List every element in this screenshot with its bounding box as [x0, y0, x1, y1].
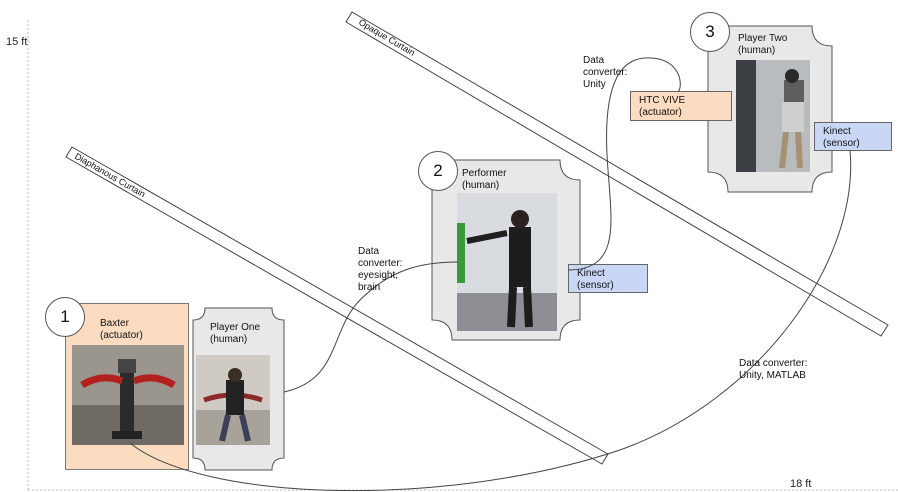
- connector-baxter-to-kinect: [129, 149, 852, 492]
- player-two-photo: [736, 60, 810, 172]
- converter-eyesight-line4: brain: [358, 282, 381, 293]
- baxter-label: Baxter (actuator): [100, 318, 143, 342]
- diaphanous-curtain: [65, 146, 609, 465]
- performer-photo: [457, 193, 557, 331]
- width-dimension-label: 18 ft: [790, 478, 812, 490]
- converter-unity-matlab-line2: Unity, MATLAB: [739, 370, 806, 381]
- connector-kinect-to-vive: [567, 57, 681, 271]
- converter-unity-matlab-label: Data converter: Unity, MATLAB: [739, 358, 807, 382]
- performer-role: (human): [462, 180, 500, 191]
- converter-unity-line3: Unity: [583, 79, 606, 90]
- height-dimension-label: 15 ft: [6, 36, 28, 48]
- kinect-mid-name: Kinect: [577, 268, 605, 279]
- converter-eyesight-line1: Data: [358, 246, 380, 257]
- station-number-2: 2: [418, 151, 458, 191]
- converter-unity-matlab-line1: Data converter:: [739, 358, 808, 369]
- baxter-role: (actuator): [100, 330, 143, 341]
- player-two-role: (human): [738, 45, 776, 56]
- opaque-curtain: [345, 11, 889, 337]
- kinect-top-name: Kinect: [823, 126, 851, 137]
- kinect-mid-box: Kinect (sensor): [568, 264, 648, 293]
- converter-unity-line1: Data: [583, 55, 605, 66]
- converter-eyesight-line2: converter:: [358, 258, 403, 269]
- baxter-name: Baxter: [100, 318, 129, 329]
- player-one-role: (human): [210, 334, 248, 345]
- station-number-1: 1: [45, 297, 85, 337]
- htc-vive-name: HTC VIVE: [639, 95, 686, 106]
- baxter-photo: [72, 345, 184, 445]
- kinect-top-role: (sensor): [823, 138, 860, 149]
- kinect-mid-role: (sensor): [577, 280, 614, 291]
- converter-eyesight-label: Data converter: eyesight, brain: [358, 246, 402, 294]
- player-two-name: Player Two: [738, 33, 788, 44]
- player-two-label: Player Two (human): [738, 33, 787, 57]
- converter-unity-label: Data converter: Unity: [583, 55, 627, 91]
- performer-label: Performer (human): [462, 168, 506, 192]
- performer-name: Performer: [462, 168, 507, 179]
- station-number-3: 3: [690, 12, 730, 52]
- converter-eyesight-line3: eyesight,: [358, 270, 399, 281]
- htc-vive-role: (actuator): [639, 107, 682, 118]
- player-one-photo: [196, 355, 270, 445]
- htc-vive-box: HTC VIVE (actuator): [630, 91, 732, 121]
- converter-unity-line2: converter:: [583, 67, 628, 78]
- connector-player-one-to-performer: [283, 261, 459, 393]
- player-one-name: Player One: [210, 322, 261, 333]
- kinect-top-box: Kinect (sensor): [814, 122, 892, 151]
- player-one-label: Player One (human): [210, 322, 260, 346]
